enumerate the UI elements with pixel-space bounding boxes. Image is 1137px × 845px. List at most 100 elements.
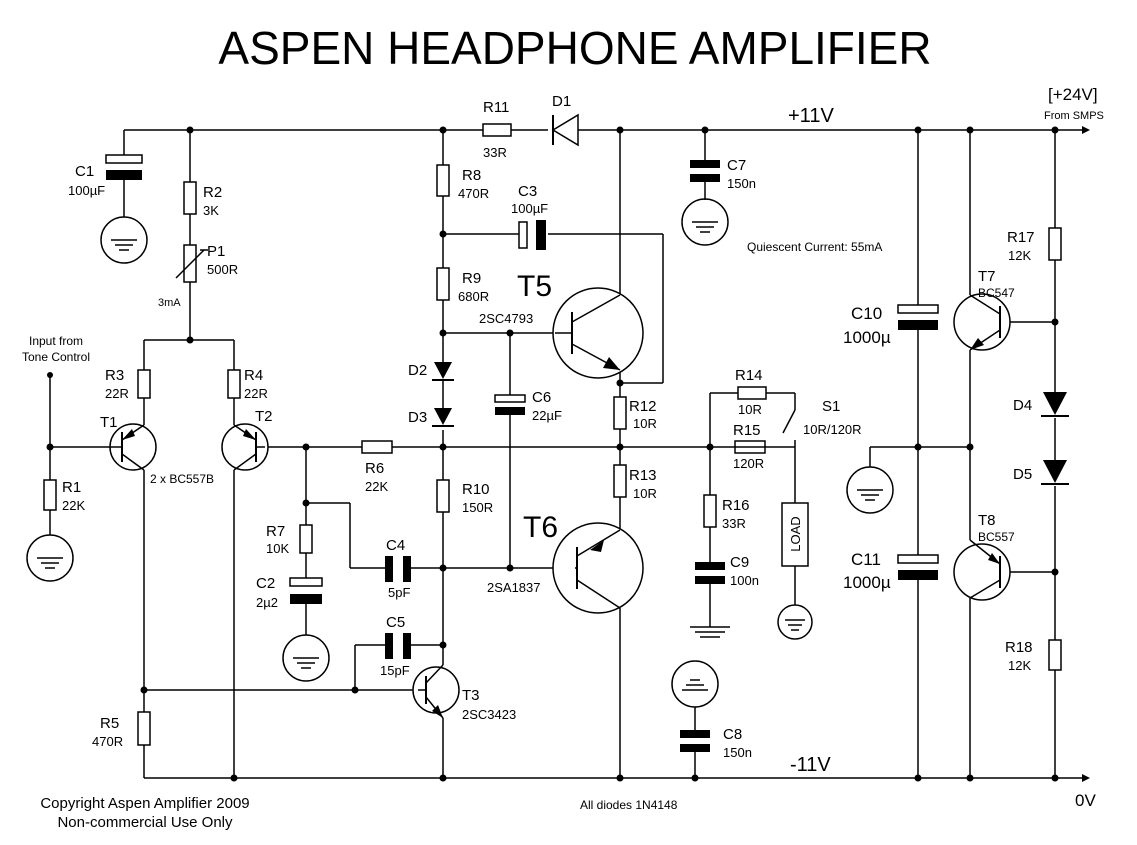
c10-name: C10 (851, 304, 882, 323)
transistor-t1 (109, 423, 157, 471)
c4-name: C4 (386, 537, 405, 554)
r13-value: 10R (633, 486, 657, 501)
t7-name: T7 (978, 268, 996, 285)
c9-name: C9 (730, 554, 749, 571)
ground-symbol-c2 (282, 634, 330, 682)
current-3ma: 3mA (158, 297, 181, 309)
capacitor-c11 (897, 554, 939, 580)
r10-value: 150R (462, 500, 493, 515)
resistor-r7 (299, 524, 313, 554)
p1-name: P1 (207, 243, 225, 260)
copyright-line-1: Copyright Aspen Amplifier 2009 (40, 795, 249, 812)
resistor-r9 (436, 267, 450, 301)
t6-type: 2SA1837 (487, 580, 541, 595)
c2-name: C2 (256, 575, 275, 592)
r16-value: 33R (722, 516, 746, 531)
pos-rail-label: +11V (788, 105, 834, 127)
quiescent-note: Quiescent Current: 55mA (747, 240, 882, 254)
r3-value: 22R (105, 386, 129, 401)
r15-name: R15 (733, 422, 761, 439)
resistor-r2 (183, 181, 197, 215)
c2-value: 2µ2 (256, 595, 278, 610)
diode-d5 (1041, 460, 1069, 485)
resistor-r11 (482, 123, 512, 137)
d1-name: D1 (552, 93, 571, 110)
resistor-r8 (436, 164, 450, 197)
r11-value: 33R (483, 145, 507, 160)
r18-value: 12K (1008, 658, 1031, 673)
resistor-r10 (436, 479, 450, 513)
capacitor-c6 (494, 394, 526, 415)
resistor-r5 (137, 711, 151, 746)
r6-name: R6 (365, 460, 384, 477)
r16-name: R16 (722, 497, 750, 514)
r14-name: R14 (735, 367, 763, 384)
ground-symbol-c7 (681, 198, 729, 246)
r10-name: R10 (462, 481, 490, 498)
c6-value: 22µF (532, 408, 562, 423)
r18-name: R18 (1005, 639, 1033, 656)
c11-value: 1000µ (843, 573, 891, 592)
diode-d1 (551, 113, 579, 147)
r12-value: 10R (633, 416, 657, 431)
capacitor-c5 (385, 633, 411, 659)
load-box (781, 502, 809, 567)
c5-value: 15pF (380, 663, 410, 678)
c1-value: 100µF (68, 183, 105, 198)
c11-name: C11 (851, 550, 881, 569)
resistor-r17 (1048, 227, 1062, 261)
r1-value: 22K (62, 498, 85, 513)
r7-value: 10K (266, 541, 289, 556)
c8-name: C8 (723, 726, 742, 743)
r2-name: R2 (203, 184, 222, 201)
r13-name: R13 (629, 467, 657, 484)
diode-d4 (1041, 392, 1069, 417)
input-label-2: Tone Control (22, 350, 90, 364)
r5-value: 470R (92, 734, 123, 749)
capacitor-c7 (690, 160, 720, 182)
transistor-t3 (412, 664, 460, 719)
c4-value: 5pF (388, 585, 410, 600)
c5-name: C5 (386, 614, 405, 631)
capacitor-c8 (680, 730, 710, 752)
r5-name: R5 (100, 715, 119, 732)
r9-value: 680R (458, 289, 489, 304)
load-label: LOAD (788, 516, 803, 551)
ground-label: 0V (1075, 791, 1096, 810)
r15-value: 120R (733, 456, 764, 471)
r14-value: 10R (738, 402, 762, 417)
c3-value: 100µF (511, 201, 548, 216)
trimmer-p1 (175, 244, 208, 283)
c10-value: 1000µ (843, 328, 891, 347)
resistor-r16 (703, 494, 717, 528)
t6-name: T6 (523, 511, 558, 544)
d5-name: D5 (1013, 466, 1032, 483)
capacitor-c3 (508, 220, 546, 250)
diodes-note: All diodes 1N4148 (580, 798, 678, 812)
r8-name: R8 (462, 167, 481, 184)
wiring (49, 126, 1090, 782)
r11-name: R11 (483, 99, 509, 116)
r3-name: R3 (105, 367, 124, 384)
t7-type: BC547 (978, 286, 1015, 300)
resistor-r3 (137, 369, 151, 399)
r6-value: 22K (365, 479, 388, 494)
capacitor-c2 (289, 577, 323, 604)
t8-type: BC557 (978, 530, 1015, 544)
t3-name: T3 (462, 687, 480, 704)
diode-d3 (432, 408, 454, 427)
resistor-r1 (43, 479, 57, 511)
s1-value: 10R/120R (803, 422, 862, 437)
c3-name: C3 (518, 183, 537, 200)
ground-symbol-c1 (100, 216, 148, 264)
copyright-line-2: Non-commercial Use Only (57, 814, 233, 831)
resistor-r14 (737, 386, 767, 400)
transistor-t8 (953, 539, 1011, 601)
t8-name: T8 (978, 512, 996, 529)
ground-symbol-c8 (671, 660, 719, 708)
resistor-r12 (613, 396, 627, 430)
ground-symbol-load (777, 604, 813, 640)
pair-type: 2 x BC557B (150, 472, 214, 486)
input-label-1: Input from (29, 334, 83, 348)
